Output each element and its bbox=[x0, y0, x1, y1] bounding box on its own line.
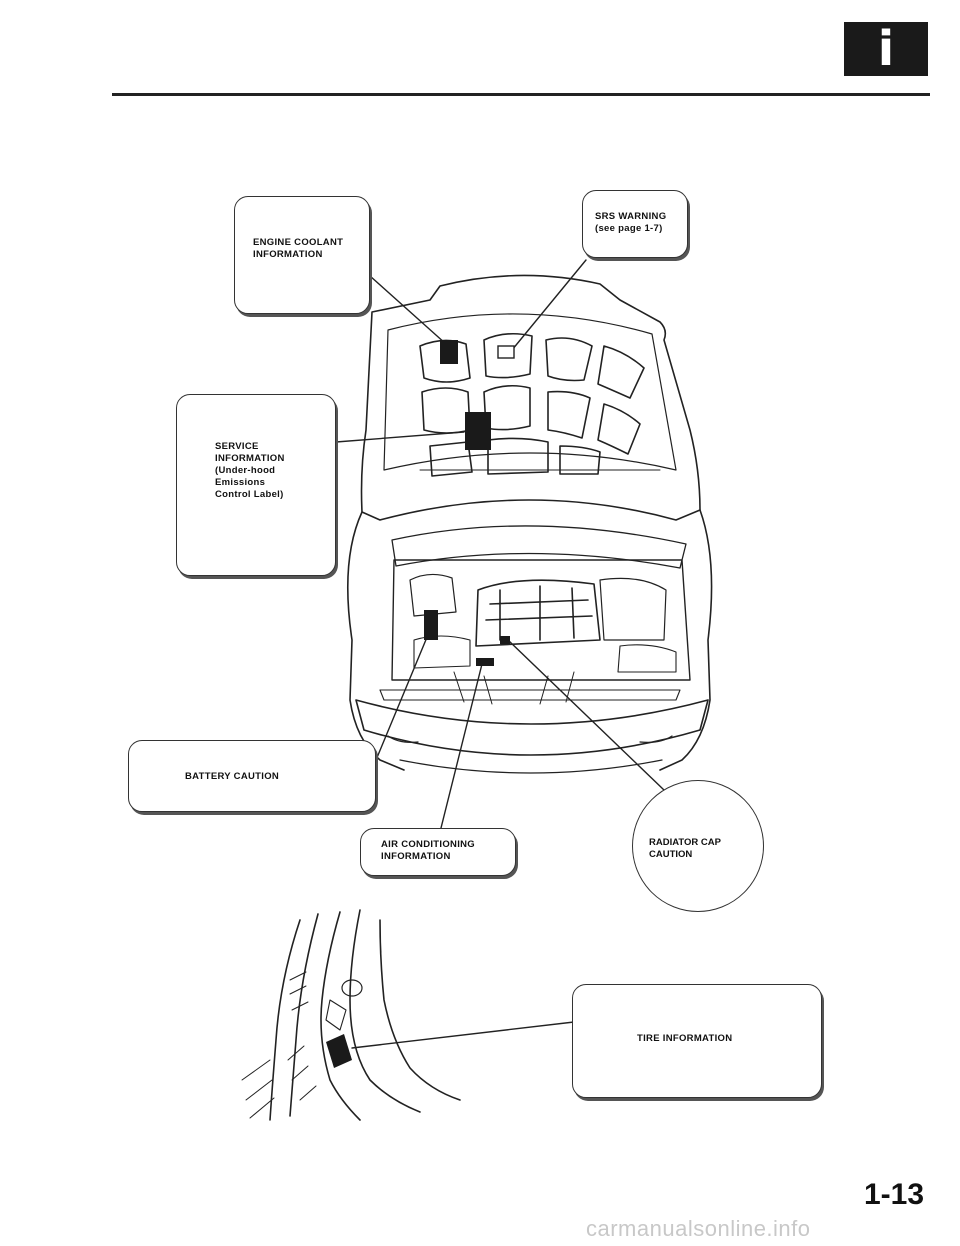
service-label-marker bbox=[465, 412, 491, 450]
tire-information-callout: TIRE INFORMATION bbox=[572, 984, 822, 1098]
battery-label-marker bbox=[424, 610, 438, 640]
body-side-right bbox=[659, 509, 713, 771]
engine-bay bbox=[391, 559, 691, 681]
door-jamb-sketch bbox=[269, 909, 461, 1121]
watermark: carmanualsonline.info bbox=[586, 1216, 811, 1241]
engine-coolant-callout: ENGINE COOLANT INFORMATION bbox=[234, 196, 370, 314]
header-rule bbox=[112, 93, 930, 96]
tire-information-label: TIRE INFORMATION bbox=[637, 1033, 733, 1044]
air-conditioning-label: AIR CONDITIONING INFORMATION bbox=[381, 839, 475, 862]
radiator-label-marker bbox=[500, 636, 510, 644]
engine-coolant-label: ENGINE COOLANT INFORMATION bbox=[253, 237, 344, 260]
air-conditioning-callout: AIR CONDITIONING INFORMATION bbox=[360, 828, 516, 876]
body-side-left bbox=[346, 511, 405, 771]
service-information-label: SERVICE INFORMATION (Under-hood Emission… bbox=[215, 441, 285, 500]
engine-block bbox=[475, 579, 601, 647]
radiator-cap-label: RADIATOR CAP CAUTION bbox=[649, 837, 721, 860]
label-markers bbox=[326, 340, 510, 1068]
srs-warning-label: SRS WARNING (see page 1-7) bbox=[595, 211, 667, 234]
service-information-callout: SERVICE INFORMATION (Under-hood Emission… bbox=[176, 394, 336, 576]
battery-caution-callout: BATTERY CAUTION bbox=[128, 740, 376, 812]
info-badge: i bbox=[844, 22, 928, 76]
srs-warning-callout: SRS WARNING (see page 1-7) bbox=[582, 190, 688, 258]
front-bumper bbox=[355, 699, 709, 756]
page-number: 1-13 bbox=[864, 1178, 925, 1211]
leader-lines bbox=[335, 259, 665, 1049]
tire-label-marker bbox=[326, 1034, 352, 1068]
radiator-cap-callout: RADIATOR CAP CAUTION bbox=[632, 780, 764, 912]
srs-label-marker bbox=[497, 345, 515, 359]
coolant-label-marker bbox=[440, 340, 458, 364]
info-icon: i bbox=[877, 21, 895, 77]
battery-caution-label: BATTERY CAUTION bbox=[185, 771, 280, 782]
ac-label-marker bbox=[476, 658, 494, 666]
